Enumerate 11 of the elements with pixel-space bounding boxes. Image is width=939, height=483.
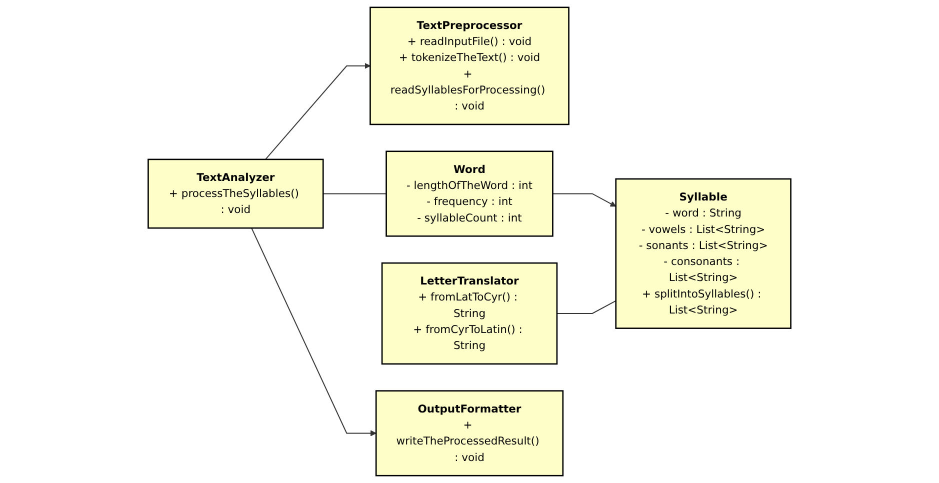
node-box: LetterTranslator + fromLatToCyr() : String + fromCyrToLatin() : String: [381, 262, 558, 365]
node-box: Syllable - word : String - vowels : List<String> - sonants : List<String> - consonants : List<String> + splitIntoSyllables() : List<String>: [615, 178, 792, 329]
node-box: TextAnalyzer + processTheSyllables() : void: [148, 158, 324, 229]
arrow: [552, 193, 616, 207]
node-box: OutputFormatter + writeTheProcessedResult() : void: [375, 390, 564, 476]
connector: [323, 193, 386, 194]
node-box: TextPreprocessor + readInputFile() : void + tokenizeTheText() : void + readSyllablesForProcessing() : void: [370, 6, 570, 126]
connector: [556, 300, 616, 314]
arrow: [265, 62, 370, 160]
arrow: [251, 228, 376, 436]
node-box: Word - lengthOfTheWord : int - frequency : int - syllableCount : int: [386, 150, 554, 237]
